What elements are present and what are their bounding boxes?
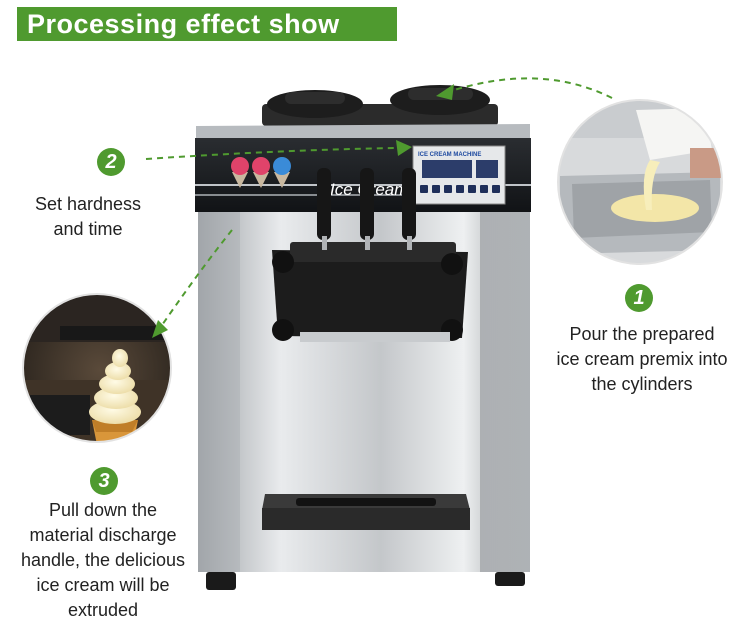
- step-1-badge: 1: [625, 284, 653, 312]
- caption-line: handle, the delicious: [20, 550, 186, 570]
- step-2-caption: Set hardness and time: [20, 192, 156, 242]
- section-title-banner: Processing effect show: [17, 7, 397, 41]
- step1-photo: [558, 100, 722, 264]
- step-3-badge: 3: [90, 467, 118, 495]
- caption-line: and time: [53, 219, 123, 239]
- caption-line: ice cream premix into: [556, 349, 728, 369]
- arrow-step1: [447, 77, 613, 99]
- caption-line: the cylinders: [591, 374, 693, 394]
- arrow-step3: [159, 229, 233, 329]
- caption-line: ice cream will be: [36, 575, 170, 595]
- caption-line: Pull down the: [48, 500, 158, 520]
- arrowhead-step3: [152, 320, 168, 338]
- machine-body: Ice Cream ICE CREAM MACHINE: [195, 85, 531, 590]
- control-panel-label: ICE CREAM MACHINE: [418, 152, 481, 158]
- caption-line: extruded: [67, 600, 139, 620]
- arrowhead-step2: [396, 140, 412, 156]
- caption-line: material discharge: [29, 525, 177, 545]
- caption-line: Set hardness: [34, 194, 142, 214]
- step-3-caption: Pull down the material discharge handle,…: [0, 498, 206, 623]
- caption-line: Pour the prepared: [569, 324, 715, 344]
- step-1-caption: Pour the prepared ice cream premix into …: [540, 322, 744, 397]
- step-2-badge: 2: [97, 148, 125, 176]
- arrowhead-step1: [436, 84, 454, 100]
- step3-photo: [23, 294, 171, 442]
